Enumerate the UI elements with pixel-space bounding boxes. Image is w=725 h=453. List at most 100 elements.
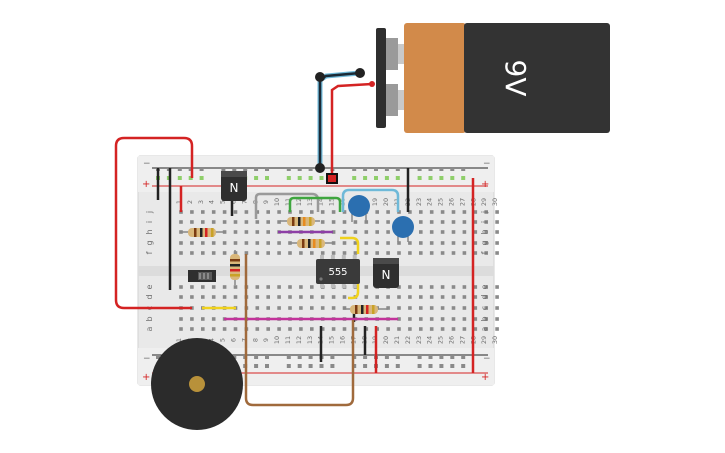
ic-pin xyxy=(330,255,335,259)
strip-hole xyxy=(473,230,478,234)
strip-hole xyxy=(495,230,499,234)
strip-hole xyxy=(211,251,216,255)
strip-hole xyxy=(484,317,488,321)
rail-hole xyxy=(450,355,455,359)
rail-hole xyxy=(188,176,193,180)
slide-switch[interactable] xyxy=(188,270,216,282)
rail-hole xyxy=(395,364,400,368)
strip-hole xyxy=(364,251,369,255)
strip-hole xyxy=(429,210,434,214)
row-letter: f xyxy=(145,251,154,254)
strip-hole xyxy=(364,295,369,299)
rail-hole xyxy=(461,176,466,180)
strip-hole xyxy=(484,210,488,214)
rail-hole xyxy=(395,167,400,171)
ceramic-capacitor-1[interactable] xyxy=(348,195,370,222)
resistor-3[interactable] xyxy=(290,239,334,248)
strip-hole xyxy=(375,241,379,245)
strip-hole xyxy=(299,327,303,331)
strip-hole xyxy=(255,220,260,224)
strip-hole xyxy=(375,230,379,234)
strip-hole xyxy=(266,306,270,310)
strip-hole xyxy=(201,210,205,214)
strip-hole xyxy=(342,220,347,224)
rail-hole xyxy=(450,176,455,180)
strip-hole xyxy=(440,210,445,214)
row-letter: h xyxy=(480,229,489,234)
strip-hole xyxy=(331,306,336,310)
rail-hole xyxy=(417,167,422,171)
battery-9v[interactable]: 9V xyxy=(376,23,610,133)
strip-hole xyxy=(353,230,358,234)
rail-hole xyxy=(428,167,433,171)
resistor-1[interactable] xyxy=(180,228,224,237)
strip-hole xyxy=(462,220,467,224)
rail-hole xyxy=(199,167,204,171)
rail-hole xyxy=(363,355,368,359)
strip-hole xyxy=(190,317,194,321)
strip-hole xyxy=(429,317,434,321)
rail-hole xyxy=(286,176,291,180)
strip-hole xyxy=(277,241,281,245)
transistor-left[interactable]: N xyxy=(221,171,247,201)
rail-hole xyxy=(439,355,444,359)
rail-hole xyxy=(363,176,368,180)
rail-hole xyxy=(428,355,433,359)
strip-hole xyxy=(419,220,423,224)
column-number: 12 xyxy=(295,198,303,206)
resistor-5[interactable] xyxy=(343,305,388,314)
strip-hole xyxy=(211,295,216,299)
rail-hole xyxy=(232,355,237,359)
strip-hole xyxy=(342,306,347,310)
resistor-2[interactable] xyxy=(280,217,320,226)
strip-hole xyxy=(451,251,456,255)
rail-hole xyxy=(450,167,455,171)
strip-hole xyxy=(408,317,412,321)
strip-hole xyxy=(495,295,499,299)
column-number: 3 xyxy=(197,200,205,204)
strip-hole xyxy=(386,295,390,299)
strip-hole xyxy=(397,327,401,331)
strip-hole xyxy=(320,251,325,255)
piezo-buzzer[interactable] xyxy=(151,338,243,430)
rail-hole xyxy=(374,176,378,180)
strip-hole xyxy=(222,220,227,224)
column-number: 24 xyxy=(426,198,434,206)
strip-hole xyxy=(495,251,499,255)
rail-hole xyxy=(384,167,389,171)
ic-pin xyxy=(320,284,324,288)
strip-hole xyxy=(277,285,281,289)
ceramic-capacitor-2[interactable] xyxy=(392,216,414,242)
transistor-right[interactable]: N xyxy=(373,258,399,288)
strip-hole xyxy=(451,220,456,224)
rail-hole xyxy=(188,167,193,171)
rail-hole xyxy=(177,176,182,180)
strip-hole xyxy=(179,251,183,255)
strip-hole xyxy=(179,285,183,289)
rail-hole xyxy=(177,167,182,171)
column-number: 2 xyxy=(186,200,194,204)
column-number: 13 xyxy=(306,336,314,344)
strip-hole xyxy=(299,251,303,255)
column-number: 26 xyxy=(448,336,456,344)
rail-hole xyxy=(439,176,444,180)
strip-hole xyxy=(310,295,314,299)
column-number: 5 xyxy=(219,200,227,204)
resistor-4[interactable] xyxy=(230,250,240,285)
column-number: 15 xyxy=(328,336,336,344)
strip-hole xyxy=(440,220,445,224)
strip-hole xyxy=(190,210,194,214)
rail-hole xyxy=(450,364,455,368)
strip-hole xyxy=(386,327,390,331)
column-number: 4 xyxy=(208,200,216,204)
rail-hole xyxy=(319,364,324,368)
rail-hole xyxy=(286,167,291,171)
strip-hole xyxy=(364,285,369,289)
strip-hole xyxy=(222,327,227,331)
strip-hole xyxy=(255,210,260,214)
strip-hole xyxy=(408,285,412,289)
timer-ic-555[interactable]: 555 xyxy=(316,255,360,288)
column-number: 9 xyxy=(262,200,270,204)
strip-hole xyxy=(179,317,183,321)
strip-hole xyxy=(244,251,249,255)
